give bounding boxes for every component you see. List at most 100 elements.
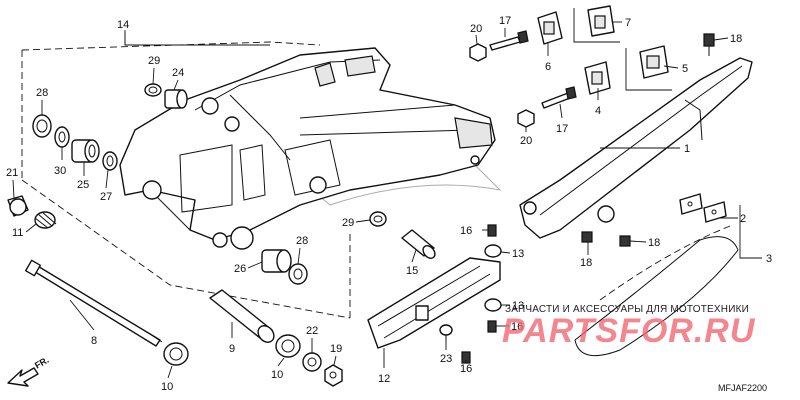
leader-line-27: [105, 169, 109, 189]
part-13-collar-upper: [484, 244, 502, 258]
callout-20b: 20: [520, 135, 532, 147]
callout-10b: 10: [271, 369, 283, 381]
callout-10a: 10: [161, 381, 173, 393]
leader-line-19: [333, 355, 337, 366]
watermark-caption: ЗАПЧАСТИ И АКСЕССУАРЫ ДЛЯ МОТОТЕХНИКИ: [505, 304, 750, 315]
part-12-slider: [367, 257, 501, 349]
callout-28a: 28: [36, 87, 48, 99]
part-20-nut-lower: [517, 109, 535, 128]
leader-line-20a: [475, 34, 478, 45]
part-17-bolt-lower: [541, 86, 577, 109]
part-3-drive-chain: [574, 225, 739, 357]
leader-line-10b: [277, 357, 285, 367]
callout-20a: 20: [470, 23, 482, 35]
leader-line-17b: [559, 103, 563, 119]
leader-line-10a: [167, 365, 173, 379]
assembly-boundary-bottom: [21, 179, 351, 319]
part-25-bearing: [71, 139, 100, 163]
part-23-screw: [439, 324, 453, 343]
part-5-clip: [639, 45, 669, 79]
leader-line-26: [247, 261, 263, 269]
part-24-bearing: [164, 89, 188, 109]
callout-17a: 17: [499, 15, 511, 27]
part-28-seal-lower: [288, 263, 308, 285]
callout-24: 24: [172, 67, 184, 79]
leader-line-29a: [152, 67, 155, 85]
part-29-cap-upper: [144, 83, 162, 97]
part-15-collar: [401, 229, 436, 259]
part-16-screw-lower: [461, 351, 471, 364]
callout-18c: 18: [648, 237, 660, 249]
callout-19: 19: [330, 343, 342, 355]
part-20-nut-upper: [469, 43, 487, 62]
callout-13b: 13: [512, 300, 524, 312]
part-4-clip: [584, 61, 611, 95]
callout-28b: 28: [296, 235, 308, 247]
part-27-ring: [102, 151, 118, 171]
callout-5: 5: [682, 63, 688, 75]
callout-12: 12: [378, 373, 390, 385]
callout-27: 27: [100, 191, 112, 203]
callout-2: 2: [740, 213, 746, 225]
part-16-screw-upper: [487, 224, 497, 237]
leader-line-15: [411, 249, 417, 263]
part-22-washer: [302, 352, 322, 372]
callout-4: 4: [595, 105, 601, 117]
part-13-collar-lower: [484, 298, 502, 312]
part-7-clip: [587, 5, 615, 37]
leader-line-18a: [713, 37, 729, 41]
callout-13a: 13: [512, 248, 524, 260]
callout-21: 21: [6, 167, 18, 179]
callout-3: 3: [766, 253, 772, 265]
part-6-clip: [537, 11, 563, 45]
callout-14: 14: [117, 19, 129, 31]
leader-line-29b: [355, 219, 371, 223]
leader-line-13a: [500, 251, 511, 254]
diagram-code: MFJAF2200: [718, 383, 768, 393]
leader-line-24: [173, 79, 179, 91]
leader-line-11: [25, 223, 37, 233]
part-16-screw-mid: [487, 320, 497, 333]
callout-26: 26: [234, 263, 246, 275]
callout-16c: 16: [460, 363, 472, 375]
callout-7: 7: [625, 17, 631, 29]
part-7-bracket-line: [573, 8, 620, 43]
part-30-ring: [54, 126, 70, 148]
part-18-bolt-top: [703, 33, 715, 56]
part-10-bushing-left: [163, 342, 189, 366]
callout-15: 15: [406, 265, 418, 277]
callout-30: 30: [54, 165, 66, 177]
callout-6: 6: [545, 61, 551, 73]
callout-11: 11: [12, 227, 23, 239]
swingarm: [119, 47, 496, 250]
callout-22: 22: [306, 325, 318, 337]
part-9-collar: [209, 289, 275, 343]
front-direction-arrow-icon: [7, 367, 39, 387]
callout-8: 8: [91, 335, 97, 347]
callout-1: 1: [684, 143, 690, 155]
callout-29b: 29: [342, 217, 354, 229]
callout-9: 9: [229, 343, 235, 355]
callout-25: 25: [77, 179, 89, 191]
part-29-cap-lower: [369, 211, 387, 227]
part-21-cap: [7, 195, 29, 217]
leader-line-21: [12, 179, 15, 199]
part-5-bracket-line: [625, 48, 672, 91]
leader-line-8: [69, 299, 95, 331]
part-2-chain-joint: [679, 193, 727, 223]
leader-line-5: [663, 65, 679, 69]
callout-17b: 17: [556, 123, 568, 135]
leader-line-3: [739, 205, 762, 259]
callout-18a: 18: [730, 33, 742, 45]
part-18-bolt-right: [619, 235, 631, 247]
part-26-bearing: [261, 249, 292, 273]
part-17-bolt-upper: [489, 30, 529, 51]
leader-line-28b: [297, 247, 301, 265]
leader-line-18c: [629, 240, 647, 243]
assembly-boundary-top: [21, 41, 321, 51]
callout-23: 23: [440, 353, 452, 365]
part-19-nut: [324, 364, 343, 387]
part-10-bushing-right: [275, 334, 301, 358]
callout-29a: 29: [148, 55, 160, 67]
